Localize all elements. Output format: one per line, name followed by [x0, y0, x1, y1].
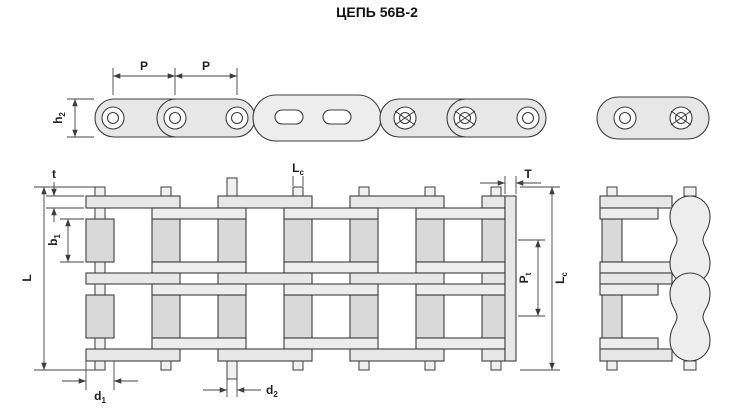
chain-side-view	[94, 94, 547, 142]
single-link-view	[596, 96, 710, 140]
dim-L-label: L	[20, 274, 34, 281]
dim-pt-label: Pt	[517, 272, 533, 283]
dim-d1-label: d1	[94, 389, 106, 405]
outer-plates-bottom	[85, 348, 506, 362]
slot-hole	[274, 109, 304, 125]
dim-p2-label: P	[202, 59, 210, 73]
pin-holes	[101, 106, 540, 130]
waisted-plate-profile	[669, 272, 711, 362]
inner-plates-top	[151, 207, 506, 220]
outer-plates-top	[85, 195, 506, 209]
rollers-row2	[85, 294, 511, 339]
rollers-row1	[85, 218, 511, 263]
waisted-plate-profile	[669, 195, 711, 285]
roller	[601, 218, 623, 263]
drawing-title: ЦЕПЬ 56В-2	[336, 4, 418, 20]
dim-p1-label: P	[140, 59, 148, 73]
link-plate	[446, 98, 547, 138]
middle-plates	[85, 261, 506, 296]
chain-end-view	[599, 186, 711, 371]
dim-h2-label: h2	[51, 112, 67, 124]
dim-T-label: T	[524, 167, 532, 181]
dim-d2-label: d2	[266, 383, 278, 399]
pin-stub	[683, 360, 697, 371]
dim-lc-top-label: Lc	[292, 161, 304, 177]
front-view-dimensions: t b1 L Lc T Pt Lc d1	[20, 161, 569, 405]
end-plate-edge	[504, 195, 517, 362]
dim-lc-right-label: Lc	[553, 272, 569, 284]
connecting-link-plate	[252, 94, 382, 142]
roller	[601, 294, 623, 339]
dim-b1-label: b1	[46, 234, 62, 246]
chain-front-view	[85, 177, 517, 380]
dim-t-label: t	[52, 167, 56, 181]
side-view-dimensions: P P h2	[51, 59, 238, 138]
slot-hole	[322, 109, 352, 125]
pin-stub	[683, 186, 697, 197]
inner-plates-bottom	[151, 337, 506, 350]
